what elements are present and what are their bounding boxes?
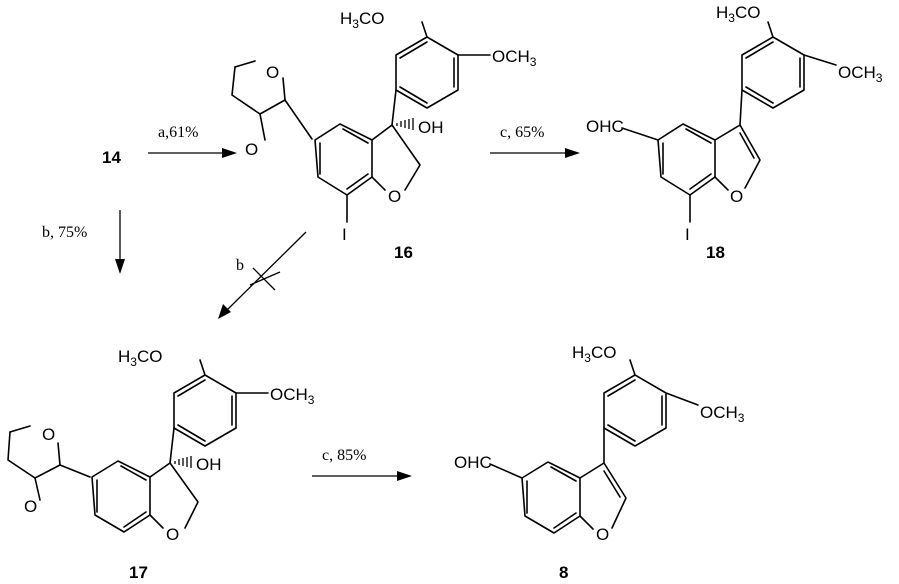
methoxy-18a: H3CO: [716, 3, 760, 25]
compound-label-17: 17: [129, 563, 148, 582]
atom-oh-16: OH: [418, 118, 444, 137]
atom-o-18: O: [730, 187, 743, 206]
methoxy-18b: OCH3: [838, 63, 883, 85]
compound-label-14: 14: [102, 148, 121, 167]
arrow-label-c-top: c, 65%: [500, 124, 544, 141]
arrow-b-blocked: [218, 231, 307, 319]
atom-ohc-18: OHC: [586, 117, 624, 136]
atom-o-17b: O: [24, 497, 37, 516]
atom-i-16: I: [342, 225, 347, 244]
compound-label-8: 8: [559, 563, 568, 582]
compound-18-structure: OHC O I H3CO OCH3: [586, 3, 883, 244]
methoxy-16a: H3CO: [340, 9, 384, 31]
atom-o-8: O: [596, 525, 609, 544]
arrow-label-b-blocked: b: [236, 257, 244, 274]
methoxy-16b: OCH3: [492, 47, 537, 69]
methoxy-8a: H3CO: [572, 343, 616, 365]
atom-i-18: I: [685, 225, 690, 244]
atom-o-16c: O: [388, 187, 401, 206]
atom-ohc-8: OHC: [454, 453, 492, 472]
arrow-label-c-bottom: c, 85%: [322, 447, 366, 464]
atom-o-16b: O: [245, 140, 258, 159]
arrow-label-b: b, 75%: [42, 224, 87, 241]
compound-label-18: 18: [706, 243, 725, 262]
arrow-label-a: a,61%: [158, 124, 198, 141]
hash-bond-16: [396, 118, 414, 130]
methoxy-8b: OCH3: [700, 403, 745, 425]
atom-oh-17: OH: [196, 455, 222, 474]
compound-label-16: 16: [394, 243, 413, 262]
arrow-b-down: [115, 210, 125, 274]
compound-17-structure: O O O OH H3CO OCH3: [7, 347, 315, 544]
arrow-a: [148, 148, 237, 158]
atom-o-16a: O: [266, 63, 279, 82]
arrow-c-top: [490, 148, 580, 158]
atom-o-17c: O: [166, 525, 179, 544]
compound-8-structure: OHC O H3CO OCH3: [454, 343, 745, 544]
compound-16-structure: O O O I OH H3CO OCH3: [231, 9, 537, 244]
arrow-c-bottom: [312, 471, 412, 481]
hash-bond-17: [174, 456, 192, 468]
atom-o-17a: O: [42, 425, 55, 444]
methoxy-17a: H3CO: [118, 347, 162, 369]
methoxy-17b: OCH3: [270, 385, 315, 407]
